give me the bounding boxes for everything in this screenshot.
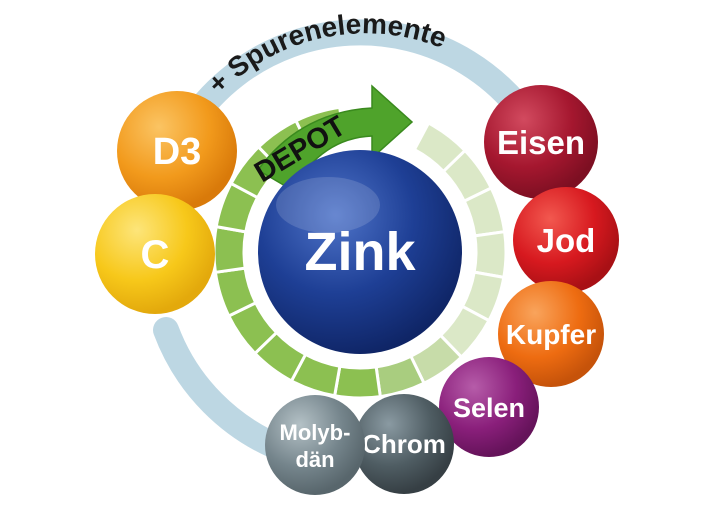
- sphere-eisen-label: Eisen: [497, 124, 585, 161]
- sphere-molybdaen: Molyb- dän: [265, 395, 365, 495]
- sphere-eisen-shape: [484, 85, 598, 199]
- sphere-d3-shape: [117, 91, 237, 211]
- sphere-jod-shape: [513, 187, 619, 293]
- sphere-eisen: Eisen: [484, 85, 598, 199]
- depot-segment-dark: [212, 224, 248, 275]
- sphere-molybdaen-label-line1: Molyb-: [280, 420, 351, 445]
- sphere-kupfer-label: Kupfer: [506, 319, 596, 350]
- sphere-d3-label: D3: [153, 131, 202, 173]
- sphere-kupfer: Kupfer: [498, 281, 604, 387]
- depot-segment-light: [472, 229, 508, 280]
- depot-segment-dark: [332, 364, 383, 400]
- sphere-c-shape: [95, 194, 215, 314]
- zink-label: Zink: [304, 222, 416, 282]
- sphere-c: C: [95, 194, 215, 314]
- sphere-molybdaen-shape: [265, 395, 365, 495]
- sphere-molybdaen-label-line2: dän: [295, 447, 334, 472]
- sphere-chrom: Chrom: [354, 394, 454, 494]
- zink-sphere-shape: [258, 150, 462, 354]
- sphere-selen-shape: [439, 357, 539, 457]
- sphere-selen: Selen: [439, 357, 539, 457]
- sphere-c-label: C: [141, 233, 170, 277]
- sphere-jod: Jod: [513, 187, 619, 293]
- zink-sphere: Zink: [258, 150, 462, 354]
- sphere-chrom-label: Chrom: [362, 429, 446, 459]
- sphere-d3: D3: [117, 91, 237, 211]
- depot-ring: [212, 105, 508, 400]
- sphere-chrom-shape: [354, 394, 454, 494]
- sphere-selen-label: Selen: [453, 393, 525, 423]
- sphere-jod-label: Jod: [537, 222, 596, 259]
- zink-sphere-highlight: [276, 177, 380, 233]
- sphere-kupfer-shape: [498, 281, 604, 387]
